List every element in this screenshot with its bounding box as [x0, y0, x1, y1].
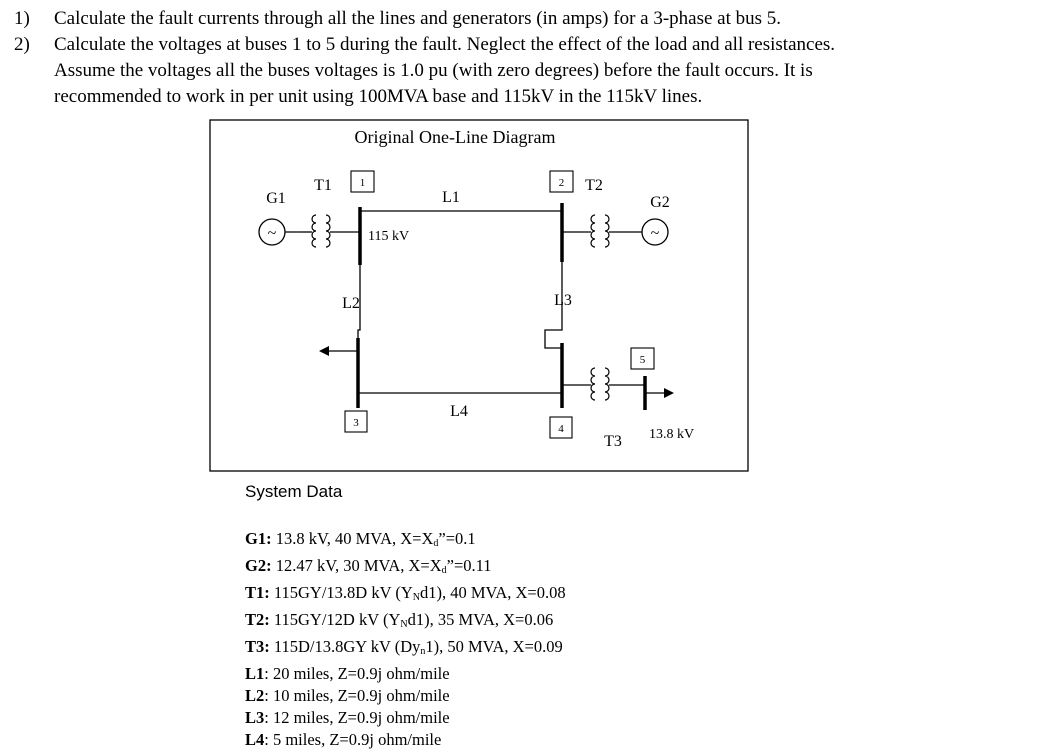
- g2-data-text: 12.47 kV, 30 MVA, X=X: [271, 556, 442, 575]
- t2-winding-right-icon: [604, 214, 610, 248]
- g2-data-sub: d: [441, 565, 447, 576]
- l1-data-text: : 20 miles, Z=0.9j ohm/mile: [264, 664, 450, 683]
- g1-sine-icon: ~: [268, 225, 277, 242]
- question-1-text: Calculate the fault currents through all…: [54, 8, 782, 29]
- t1-winding-left-icon: [311, 214, 317, 248]
- t1-data-sub: N: [412, 592, 420, 603]
- t1-winding-right-icon: [325, 214, 331, 248]
- t1-label: T1: [314, 177, 332, 194]
- l1-data-label: L1: [245, 664, 265, 683]
- question-2-line-1: Calculate the voltages at buses 1 to 5 d…: [54, 34, 836, 55]
- l2-data-text: : 10 miles, Z=0.9j ohm/mile: [264, 686, 450, 705]
- bus-1-box: [350, 170, 375, 193]
- g1-data-tail: ”=0.1: [438, 529, 476, 548]
- g2-data: G2: 12.47 kV, 30 MVA, X=Xd”=0.11: [245, 555, 566, 582]
- diagram-frame: [209, 119, 749, 472]
- t2-data: T2: 115GY/12D kV (YNd1), 35 MVA, X=0.06: [245, 609, 566, 636]
- l3-label: L3: [554, 292, 572, 309]
- l4-data: L4: 5 miles, Z=0.9j ohm/mile: [245, 729, 566, 751]
- question-2-line-2: Assume the voltages all the buses voltag…: [54, 60, 813, 81]
- t3-data: T3: 115D/13.8GY kV (Dyn1), 50 MVA, X=0.0…: [245, 636, 566, 663]
- l4-label: L4: [450, 403, 468, 420]
- l3-data-text: : 12 miles, Z=0.9j ohm/mile: [264, 708, 450, 727]
- t2-data-label: T2:: [245, 610, 270, 629]
- t2-label: T2: [585, 177, 603, 194]
- g2-data-label: G2:: [245, 556, 272, 575]
- t1-data-tail: d1), 40 MVA, X=0.08: [419, 583, 566, 602]
- g1-data: G1: 13.8 kV, 40 MVA, X=Xd”=0.1: [245, 528, 566, 555]
- t1-data-text: 115GY/13.8D kV (Y: [269, 583, 413, 602]
- bus-3-load-arrow-icon: [319, 346, 329, 356]
- hv-voltage-label: 115 kV: [368, 229, 409, 244]
- l4-data-text: : 5 miles, Z=0.9j ohm/mile: [264, 730, 442, 749]
- bus-4-number: 4: [558, 423, 564, 435]
- l2-data: L2: 10 miles, Z=0.9j ohm/mile: [245, 685, 566, 707]
- g2-sine-icon: ~: [651, 225, 660, 242]
- t3-data-tail: 1), 50 MVA, X=0.09: [425, 637, 563, 656]
- bus-2-number: 2: [559, 177, 565, 189]
- diagram-title: Original One-Line Diagram: [355, 127, 556, 147]
- bus-5-load-arrow-icon: [664, 388, 674, 398]
- bus-4-box: [549, 416, 573, 439]
- l1-label: L1: [442, 189, 460, 206]
- t3-data-text: 115D/13.8GY kV (Dy: [269, 637, 421, 656]
- bus-3-number: 3: [353, 417, 359, 429]
- bus-5-number: 5: [640, 354, 646, 366]
- g1-data-sub: d: [433, 538, 439, 549]
- g2-generator-icon: [641, 218, 669, 246]
- g2-label: G2: [650, 194, 670, 211]
- question-1-number: 1): [14, 8, 30, 29]
- t3-data-label: T3:: [245, 637, 270, 656]
- l4-data-label: L4: [245, 730, 265, 749]
- question-2-number: 2): [14, 34, 30, 55]
- t3-winding-right-icon: [604, 367, 610, 401]
- bus-5-box: [630, 347, 655, 370]
- l3-data-label: L3: [245, 708, 265, 727]
- t2-data-text: 115GY/12D kV (Y: [269, 610, 401, 629]
- l1-data: L1: 20 miles, Z=0.9j ohm/mile: [245, 663, 566, 685]
- line-l3: [544, 258, 563, 349]
- question-2: 2) Calculate the voltages at buses 1 to …: [0, 32, 1040, 112]
- l2-data-label: L2: [245, 686, 265, 705]
- t2-winding-left-icon: [590, 214, 596, 248]
- l2-label: L2: [342, 295, 360, 312]
- l3-data: L3: 12 miles, Z=0.9j ohm/mile: [245, 707, 566, 729]
- g1-data-label: G1:: [245, 529, 272, 548]
- bus-2-box: [549, 170, 574, 193]
- t1-data: T1: 115GY/13.8D kV (YNd1), 40 MVA, X=0.0…: [245, 582, 566, 609]
- g1-label: G1: [266, 190, 286, 207]
- t3-winding-left-icon: [590, 367, 596, 401]
- bus-1-number: 1: [360, 177, 366, 189]
- g2-data-tail: ”=0.11: [446, 556, 492, 575]
- t3-label: T3: [604, 433, 622, 450]
- question-2-line-3: recommended to work in per unit using 10…: [54, 86, 703, 107]
- t1-data-label: T1:: [245, 583, 270, 602]
- t3-data-sub: n: [420, 646, 426, 657]
- t2-data-tail: d1), 35 MVA, X=0.06: [407, 610, 554, 629]
- t2-data-sub: N: [400, 619, 408, 630]
- system-data-title: System Data: [245, 482, 343, 501]
- g1-data-text: 13.8 kV, 40 MVA, X=X: [271, 529, 434, 548]
- lv-voltage-label: 13.8 kV: [649, 427, 694, 442]
- system-data-list: G1: 13.8 kV, 40 MVA, X=Xd”=0.1 G2: 12.47…: [245, 528, 566, 751]
- bus-3-box: [344, 410, 368, 433]
